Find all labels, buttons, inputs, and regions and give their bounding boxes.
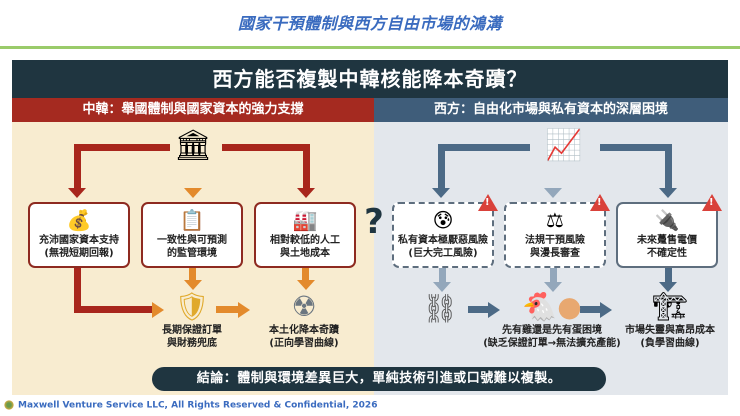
arrow-right-icon bbox=[600, 302, 612, 318]
government-building-icon: 🏛 bbox=[173, 128, 213, 163]
arrow-down-icon bbox=[659, 282, 677, 292]
outcome-market-failure: 🏗 市場失靈與高昂成本 (負學習曲線) bbox=[618, 290, 722, 350]
left-heading: 中韓：舉國體制與國家資本的強力支撐 bbox=[12, 98, 374, 122]
box-state-capital: 💰 充沛國家資本支持 (無視短期回報) bbox=[28, 202, 130, 268]
right-panel-west: 📈 ! 😰 私有資本極厭惡風險 (巨大完工風險) ! ⚖ 法規干預風險 與漫長審… bbox=[374, 122, 728, 395]
connector bbox=[468, 306, 488, 313]
outcome-cost-reduction-miracle: ☢ 本土化降本奇蹟 (正向學習曲線) bbox=[252, 290, 356, 350]
connector bbox=[440, 144, 530, 151]
title-divider bbox=[0, 46, 740, 49]
infographic-card: 西方能否複製中韓核能降本奇蹟？ 中韓：舉國體制與國家資本的強力支撐 西方：自由化… bbox=[12, 60, 728, 395]
factory-worker-icon: 🏭 bbox=[292, 208, 318, 232]
outcome-broken-chain: ⛓ bbox=[410, 292, 470, 326]
question-mark-icon: ? bbox=[364, 202, 384, 242]
connector bbox=[439, 268, 446, 284]
connector bbox=[222, 144, 310, 151]
shield-icon: 🛡 bbox=[174, 290, 210, 323]
connector bbox=[303, 144, 310, 190]
stalled-construction-icon: 🏗 bbox=[652, 290, 688, 323]
arrow-down-icon bbox=[68, 188, 86, 198]
company-logo-icon bbox=[4, 400, 14, 410]
connector bbox=[438, 144, 445, 190]
connector bbox=[189, 268, 196, 282]
arrow-down-icon bbox=[184, 280, 202, 290]
arrow-right-icon bbox=[488, 302, 500, 318]
connector bbox=[76, 144, 170, 151]
arrow-down-icon bbox=[433, 282, 451, 292]
outcome-guaranteed-orders: 🛡 長期保證訂單 與財務兜底 bbox=[150, 290, 234, 350]
gavel-red-tape-icon: ⚖ bbox=[546, 208, 564, 232]
nuclear-plant-icon: ☢ bbox=[291, 290, 317, 323]
connector bbox=[74, 144, 81, 190]
arrow-down-icon bbox=[184, 188, 202, 198]
connector bbox=[216, 306, 238, 313]
warning-icon: ! bbox=[478, 194, 498, 211]
box-private-capital-risk: ! 😰 私有資本極厭惡風險 (巨大完工風險) bbox=[392, 194, 498, 268]
outcome-chicken-egg: 🐔● 先有雞還是先有蛋困境 (缺乏保證訂單→無法擴充產能) bbox=[483, 290, 621, 349]
plug-price-chart-icon: 🔌 bbox=[654, 208, 680, 232]
chicken-egg-icon: 🐔● bbox=[522, 290, 582, 323]
warning-icon: ! bbox=[590, 194, 610, 211]
connector bbox=[550, 268, 557, 284]
connector bbox=[74, 306, 154, 313]
arrow-down-icon bbox=[432, 188, 450, 198]
stock-chart-investor-icon: 📈 bbox=[545, 128, 583, 163]
right-heading: 西方：自由化市場與私有資本的深層困境 bbox=[374, 98, 728, 122]
box-regulatory-environment: 📋 一致性與可預測 的監管環境 bbox=[141, 202, 243, 268]
connector bbox=[302, 268, 309, 282]
connector bbox=[600, 144, 672, 151]
clipboard-checklist-icon: 📋 bbox=[179, 208, 205, 232]
box-power-price-uncertainty: ! 🔌 未來躉售電價 不確定性 bbox=[616, 194, 722, 268]
connector bbox=[665, 268, 672, 284]
left-panel-china-korea: 🏛 💰 充沛國家資本支持 (無視短期回報) 📋 一致性與可預測 的監管環境 🏭 bbox=[12, 122, 374, 395]
box-regulatory-risk: ! ⚖ 法規干預風險 與漫長審查 bbox=[504, 194, 610, 268]
arrow-down-icon bbox=[659, 188, 677, 198]
warning-icon: ! bbox=[702, 194, 722, 211]
arrow-right-icon bbox=[152, 302, 164, 318]
connector bbox=[665, 144, 672, 190]
main-question-banner: 西方能否複製中韓核能降本奇蹟？ bbox=[12, 60, 728, 98]
connector bbox=[580, 306, 600, 313]
worried-investor-icon: 😰 bbox=[432, 208, 454, 232]
arrow-down-icon bbox=[544, 188, 562, 198]
arrow-right-icon bbox=[238, 302, 250, 318]
box-low-labor-cost: 🏭 相對較低的人工 與土地成本 bbox=[254, 202, 356, 268]
arrow-down-icon bbox=[297, 188, 315, 198]
connector bbox=[74, 268, 81, 312]
page-title: 國家干預體制與西方自由市場的鴻溝 bbox=[237, 14, 502, 33]
broken-chain-icon: ⛓ bbox=[422, 292, 458, 325]
arrow-down-icon bbox=[297, 280, 315, 290]
conclusion-banner: 結論：體制與環境差異巨大，單純技術引進或口號難以複製。 bbox=[152, 367, 606, 391]
arrow-down-icon bbox=[544, 282, 562, 292]
money-bag-icon: 💰 bbox=[66, 208, 92, 232]
footer-copyright: Maxwell Venture Service LLC, All Rights … bbox=[4, 400, 377, 411]
